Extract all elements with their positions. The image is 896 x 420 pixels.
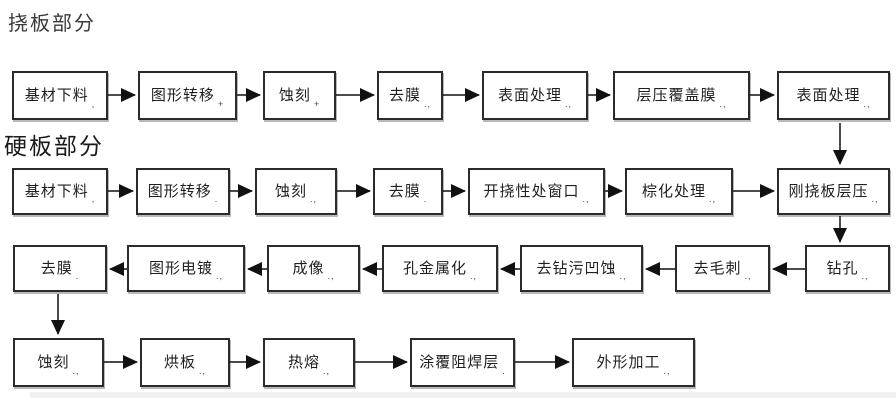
flow-node-label: 去膜 bbox=[388, 183, 421, 200]
flow-node: 表面处理., bbox=[482, 71, 588, 120]
flow-node-mark: , bbox=[91, 194, 96, 204]
flow-node-label: 蚀刻 bbox=[37, 354, 70, 371]
flow-node: 表面处理., bbox=[777, 71, 890, 120]
flow-node-mark: . bbox=[502, 366, 506, 376]
arrow-group bbox=[51, 88, 847, 369]
flow-node: 去膜. bbox=[373, 168, 443, 215]
flow-node-label: 图形电镀 bbox=[148, 260, 213, 277]
flow-node: 去毛刺., bbox=[675, 245, 770, 292]
flow-node-label: 去毛刺 bbox=[693, 260, 742, 277]
flow-node-label: 棕化处理 bbox=[641, 183, 706, 200]
flow-node-mark: . bbox=[75, 271, 80, 281]
scan-artifact-band bbox=[30, 392, 896, 398]
flow-node-label: 蚀刻 bbox=[274, 183, 307, 200]
flow-node-mark: ., bbox=[565, 99, 573, 109]
flow-node-mark: ., bbox=[582, 194, 590, 204]
flow-node-mark: ., bbox=[72, 366, 80, 376]
flow-node: 钻孔., bbox=[805, 245, 890, 292]
flow-node-mark: ., bbox=[619, 271, 627, 281]
flow-node: 成像., bbox=[267, 245, 360, 292]
flow-node-mark: ., bbox=[709, 194, 717, 204]
flow-node-mark: ., bbox=[863, 99, 871, 109]
flow-node-mark: ., bbox=[719, 99, 727, 109]
flow-node-mark: ., bbox=[744, 271, 752, 281]
flow-node: 基材下料, bbox=[12, 71, 108, 120]
flow-node: 蚀刻+ bbox=[263, 71, 336, 120]
flow-node-label: 去膜 bbox=[388, 87, 421, 104]
flow-node: 去膜. bbox=[13, 245, 107, 292]
flow-node-label: 表面处理 bbox=[796, 87, 861, 104]
section-title-flex-board: 挠板部分 bbox=[8, 13, 96, 35]
flow-node-label: 外形加工 bbox=[596, 354, 661, 371]
flow-node-label: 表面处理 bbox=[497, 87, 562, 104]
flow-node: 刚挠板层压., bbox=[777, 168, 890, 215]
flow-node-mark: ., bbox=[199, 366, 207, 376]
flow-node-label: 层压覆盖膜 bbox=[636, 87, 717, 104]
flow-node: 烘板., bbox=[140, 338, 230, 387]
flow-node-label: 基材下料 bbox=[24, 87, 89, 104]
flow-node-mark: ., bbox=[323, 366, 331, 376]
flow-node: 图形转移+ bbox=[138, 71, 237, 120]
flow-node: 图形电镀., bbox=[127, 245, 245, 292]
flow-node-mark: ., bbox=[424, 99, 432, 109]
flow-node-label: 基材下料 bbox=[24, 183, 89, 200]
flow-node-mark: ., bbox=[861, 271, 869, 281]
flow-node-mark: ., bbox=[327, 271, 335, 281]
flow-node-label: 蚀刻 bbox=[278, 87, 311, 104]
flow-node: 蚀刻., bbox=[255, 168, 337, 215]
flow-node: 开挠性处窗口., bbox=[468, 168, 605, 215]
flow-node-mark: ., bbox=[470, 271, 478, 281]
flow-node-label: 热熔 bbox=[287, 354, 320, 371]
flow-node: 外形加工., bbox=[572, 338, 695, 387]
flow-node-label: 烘板 bbox=[163, 354, 196, 371]
flow-node-label: 成像 bbox=[292, 260, 325, 277]
flow-node: 去膜., bbox=[377, 71, 443, 120]
flow-node-label: 刚挠板层压 bbox=[788, 183, 869, 200]
flow-node-mark: . bbox=[214, 194, 219, 204]
flow-node-mark: , bbox=[91, 99, 96, 109]
flow-node-label: 孔金属化 bbox=[402, 260, 467, 277]
flow-node: 孔金属化., bbox=[382, 245, 498, 292]
flow-node: 热熔., bbox=[263, 338, 355, 387]
flow-node-label: 去膜 bbox=[40, 260, 73, 277]
flow-node-mark: + bbox=[217, 99, 225, 109]
flow-node-mark: + bbox=[313, 99, 321, 109]
flow-node-mark: ., bbox=[310, 194, 318, 204]
flow-node-mark: ., bbox=[663, 366, 671, 376]
flow-node: 层压覆盖膜., bbox=[613, 71, 750, 120]
flow-node-label: 图形转移 bbox=[150, 87, 215, 104]
flow-node-label: 图形转移 bbox=[147, 183, 212, 200]
flow-node-label: 开挠性处窗口 bbox=[483, 183, 580, 200]
flow-node: 去钻污凹蚀., bbox=[520, 245, 643, 292]
flow-node-mark: ., bbox=[216, 271, 224, 281]
section-title-rigid-board: 硬板部分 bbox=[4, 133, 104, 159]
flow-node: 蚀刻., bbox=[13, 338, 104, 387]
flow-node: 图形转移. bbox=[136, 168, 230, 215]
flow-node-label: 去钻污凹蚀 bbox=[536, 260, 617, 277]
flow-node: 棕化处理., bbox=[625, 168, 733, 215]
flow-node-mark: ., bbox=[871, 194, 879, 204]
flow-node: 涂覆阻焊层. bbox=[410, 338, 515, 387]
flow-node: 基材下料, bbox=[12, 168, 108, 215]
flow-node-label: 涂覆阻焊层 bbox=[419, 354, 500, 371]
flow-node-mark: . bbox=[423, 194, 428, 204]
flow-node-label: 钻孔 bbox=[826, 260, 859, 277]
